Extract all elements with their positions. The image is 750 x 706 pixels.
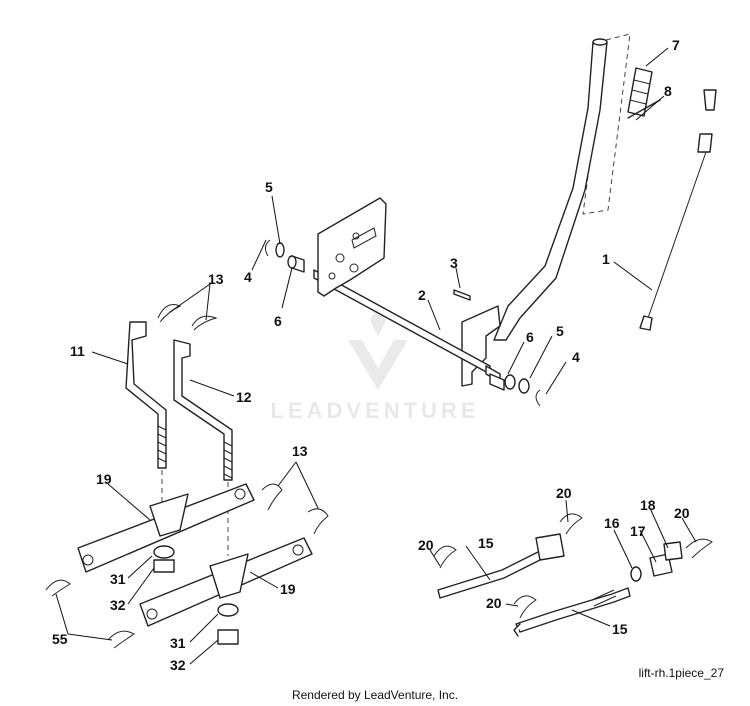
grip-pin-8 (627, 99, 661, 119)
bushing-6-right-face (504, 374, 516, 390)
callout-4-right: 4 (572, 349, 580, 365)
hair-pin-13 (191, 315, 218, 331)
callout-20-left: 20 (418, 537, 434, 553)
link-12-threads (223, 441, 233, 479)
callout-15-lower: 15 (612, 621, 628, 637)
diagram-code: lift-rh.1piece_27 (638, 666, 724, 680)
cable-end (639, 315, 653, 331)
bushing-31 (217, 603, 239, 617)
lift-arm-hole (82, 554, 94, 566)
callout-5-left: 5 (265, 179, 273, 195)
callout-32-lower: 32 (170, 657, 186, 673)
handle-top (592, 38, 608, 46)
hair-pin-20 (433, 545, 457, 569)
lift-arm-hole (146, 608, 158, 620)
callout-8: 8 (664, 83, 672, 99)
callout-16: 16 (604, 515, 620, 531)
nut-32 (153, 559, 175, 573)
plate-hole (352, 232, 360, 240)
lift-link-11 (125, 321, 167, 469)
plate-hole (335, 253, 345, 263)
callout-labels: 1 2 3 4 4 5 5 6 6 7 8 11 12 13 13 15 15 … (52, 37, 690, 673)
callout-32-upper: 32 (110, 597, 126, 613)
hair-pin-13 (307, 508, 329, 535)
hair-pin-20 (685, 538, 713, 559)
callout-19-lower: 19 (280, 581, 296, 597)
callout-5-right: 5 (556, 323, 564, 339)
cable-rod (647, 151, 707, 319)
lift-arm-hole (292, 544, 304, 556)
callout-4-left: 4 (244, 269, 252, 285)
hair-pin-20 (559, 513, 583, 535)
lift-rod-15 (437, 547, 549, 599)
callout-1: 1 (602, 251, 610, 267)
callout-20-right: 20 (674, 505, 690, 521)
hair-pin-55 (45, 579, 71, 597)
callout-20-bottom: 20 (486, 595, 502, 611)
callout-31-lower: 31 (170, 635, 186, 651)
callout-7: 7 (672, 37, 680, 53)
washer-5-right (518, 378, 530, 394)
callout-17: 17 (630, 523, 646, 539)
plate-hole (349, 263, 359, 273)
cable-spring (697, 133, 713, 153)
callout-11: 11 (70, 343, 85, 359)
callout-55: 55 (52, 631, 68, 647)
callout-3: 3 (450, 255, 458, 271)
bushing-6-left-face (287, 255, 297, 269)
plate-hole (328, 272, 336, 280)
bushing-31 (153, 545, 175, 559)
lift-arm-hole (234, 488, 246, 500)
lift-arm-19-bend (149, 493, 189, 537)
hair-pin-13 (157, 304, 182, 323)
callout-13-top: 13 (208, 271, 224, 287)
bushing-6-right (489, 373, 505, 391)
hair-pin-55 (107, 630, 135, 649)
lift-handle (493, 41, 608, 341)
nut-32 (217, 629, 239, 645)
clip-4-right (535, 389, 541, 407)
watermark-logo (348, 311, 408, 390)
callout-19-upper: 19 (96, 471, 112, 487)
hair-pin-20 (513, 595, 537, 619)
callout-12: 12 (236, 389, 252, 405)
mounting-plate (317, 197, 387, 297)
lift-arm-19-bend (209, 553, 249, 599)
callout-31-upper: 31 (110, 571, 126, 587)
callout-15-upper: 15 (478, 535, 494, 551)
link-11-threads (157, 425, 167, 463)
pin-3 (453, 289, 471, 301)
callout-6-left: 6 (274, 313, 282, 329)
rod-15-block (535, 533, 565, 561)
rod-15-hook (513, 623, 521, 637)
clip-4-left (264, 239, 271, 257)
footer-credit: Rendered by LeadVenture, Inc. (291, 688, 459, 702)
callout-6-right: 6 (526, 329, 534, 345)
lift-link-12 (173, 339, 233, 481)
plate-slot (351, 227, 377, 249)
watermark-brand: LEADVENTURE (270, 398, 480, 423)
washer-5-left (275, 242, 285, 258)
hair-pin-13 (261, 483, 283, 511)
trunnion-18 (663, 541, 683, 561)
leader-lines (55, 47, 697, 665)
guide-box (582, 33, 631, 215)
callout-13-middle: 13 (292, 443, 308, 459)
grip-ribs (629, 79, 651, 105)
callout-18: 18 (640, 497, 656, 513)
cable-knob (703, 89, 717, 111)
callout-2: 2 (418, 287, 426, 303)
handle-bracket (461, 305, 501, 387)
washer-16 (630, 566, 642, 582)
rod-15-threads (591, 589, 617, 607)
callout-20-top: 20 (556, 485, 572, 501)
